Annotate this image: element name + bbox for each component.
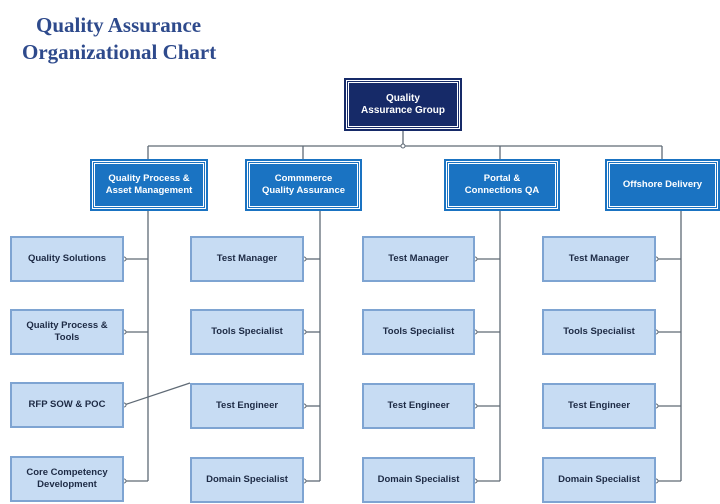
leaf-node: Domain Specialist [542, 457, 656, 503]
leaf-node: Domain Specialist [362, 457, 475, 503]
leaf-node-label: Test Manager [568, 253, 630, 264]
leaf-node: Tools Specialist [190, 309, 304, 355]
chart-title-line-2: Organizational Chart [22, 40, 217, 64]
leaf-node-label: Core Competency Development [26, 467, 108, 490]
leaf-node-label: Test Engineer [387, 400, 450, 411]
leaf-node-label: Domain Specialist [377, 474, 460, 485]
leaf-node-label: Test Manager [216, 253, 278, 264]
leaf-node: Quality Solutions [10, 236, 124, 282]
leaf-node-label: Quality Process & Tools [26, 320, 108, 343]
leaf-node-label: Test Engineer [567, 400, 631, 411]
leaf-node-label: Tools Specialist [382, 326, 455, 337]
leaf-node-label: Tools Specialist [211, 326, 283, 337]
leaf-node-label: Domain Specialist [206, 474, 288, 485]
dept-node-quality-process: Quality Process & Asset Management [90, 159, 208, 211]
leaf-node: Tools Specialist [362, 309, 475, 355]
leaf-node: Test Engineer [190, 383, 304, 429]
leaf-node-label: Tools Specialist [563, 326, 635, 337]
leaf-node: Test Manager [542, 236, 656, 282]
leaf-node: Core Competency Development [10, 456, 124, 502]
leaf-node: Tools Specialist [542, 309, 656, 355]
leaf-node: Test Manager [362, 236, 475, 282]
dept-node-label: Offshore Delivery [622, 179, 703, 190]
leaf-node: RFP SOW & POC [10, 382, 124, 428]
root-node-quality-assurance-group: Quality Assurance Group [344, 78, 462, 131]
dept-node-label: Quality Process & Asset Management [105, 173, 193, 196]
dept-node-portal-connections: Portal & Connections QA [444, 159, 560, 211]
leaf-node: Test Engineer [362, 383, 475, 429]
dept-node-offshore-delivery: Offshore Delivery [605, 159, 720, 211]
leaf-node-label: Test Manager [388, 253, 449, 264]
leaf-node-label: Domain Specialist [558, 474, 640, 485]
dept-node-commerce-qa: Commmerce Quality Assurance [245, 159, 362, 211]
chart-title: Quality Assurance Organizational Chart [22, 12, 216, 66]
leaf-node: Quality Process & Tools [10, 309, 124, 355]
root-node-label: Quality Assurance Group [361, 92, 445, 116]
leaf-node-label: RFP SOW & POC [28, 399, 106, 410]
leaf-node: Test Manager [190, 236, 304, 282]
chart-title-line-1: Quality Assurance [36, 13, 202, 37]
dept-node-label: Commmerce Quality Assurance [261, 173, 346, 196]
leaf-node-label: Quality Solutions [27, 253, 107, 264]
leaf-node: Test Engineer [542, 383, 656, 429]
dept-node-label: Portal & Connections QA [464, 173, 540, 196]
leaf-node-label: Test Engineer [215, 400, 279, 411]
leaf-node: Domain Specialist [190, 457, 304, 503]
